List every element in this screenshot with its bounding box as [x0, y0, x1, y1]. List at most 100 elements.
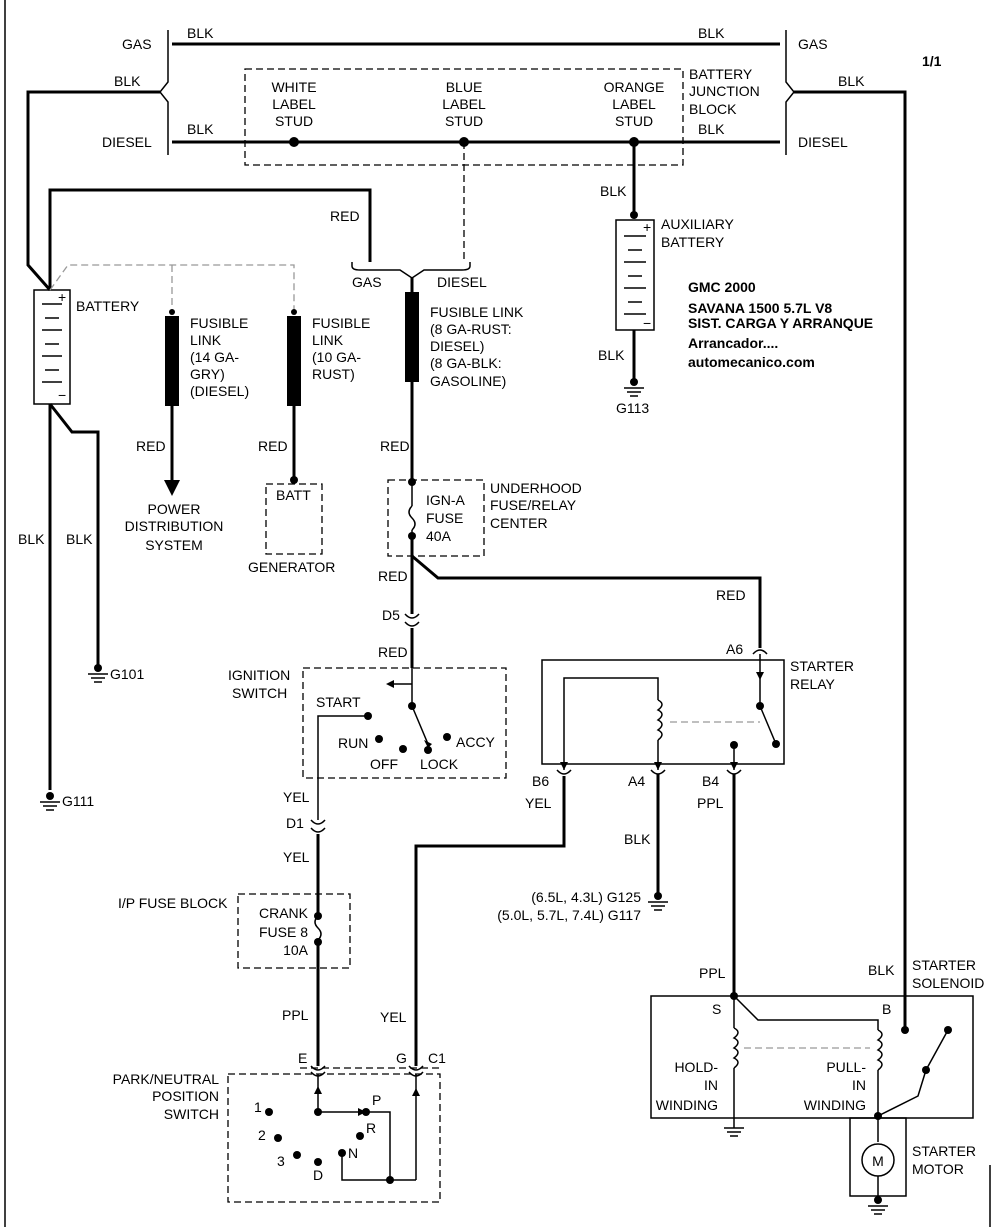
ground-g113-symbol	[624, 378, 644, 397]
fusible-link-8ga	[405, 278, 419, 480]
svg-text:LINK: LINK	[190, 332, 222, 348]
label-blk-diesel-left: BLK	[187, 121, 214, 137]
svg-text:FUSIBLE: FUSIBLE	[312, 315, 370, 331]
ip-fuse-block-box	[237, 893, 351, 969]
svg-text:SWITCH: SWITCH	[164, 1106, 219, 1122]
underhood-label: UNDERHOOD FUSE/RELAY CENTER	[490, 480, 582, 531]
svg-text:IN: IN	[704, 1077, 718, 1093]
label-blk-right-feed: BLK	[838, 73, 865, 89]
pnp-d-label: D	[313, 1167, 323, 1183]
label-yel-pnp-to-relay: YEL	[380, 1009, 407, 1025]
svg-text:IGNITION: IGNITION	[228, 667, 290, 683]
starter-motor-m: M	[872, 1153, 884, 1169]
ignition-start-label: START	[316, 694, 361, 710]
connector-b6	[556, 769, 572, 775]
connector-a6-label: A6	[726, 641, 743, 657]
starter-motor-label: STARTER MOTOR	[912, 1143, 976, 1177]
white-stud-label: WHITE LABEL STUD	[271, 79, 316, 129]
crank-fuse	[314, 912, 322, 946]
generator-batt-terminal: BATT	[276, 487, 311, 503]
page-frame	[4, 0, 991, 1227]
ground-g101-symbol	[88, 664, 108, 683]
svg-text:SOLENOID: SOLENOID	[912, 975, 984, 991]
label-gas-right: GAS	[798, 36, 828, 52]
connector-d1	[310, 819, 326, 833]
underhood-center-box	[387, 479, 485, 557]
label-blk-left-feed: BLK	[114, 73, 141, 89]
starter-relay-box	[541, 659, 785, 765]
svg-text:FUSE: FUSE	[426, 510, 463, 526]
svg-text:WINDING: WINDING	[804, 1097, 866, 1113]
svg-text:STUD: STUD	[275, 113, 313, 129]
generator-box	[265, 483, 323, 555]
label-diesel-brace: DIESEL	[437, 274, 487, 290]
auxiliary-battery: + −	[615, 219, 655, 331]
svg-text:LABEL: LABEL	[442, 96, 486, 112]
label-ppl-relay-b4: PPL	[697, 795, 724, 811]
svg-text:BATTERY: BATTERY	[689, 66, 753, 82]
label-red-to-relay: RED	[716, 587, 746, 603]
svg-text:LABEL: LABEL	[612, 96, 656, 112]
ground-g125-symbol	[648, 892, 668, 911]
battery-label: BATTERY	[76, 298, 140, 314]
connector-d5-label: D5	[382, 607, 400, 623]
svg-text:LABEL: LABEL	[272, 96, 316, 112]
svg-text:GRY): GRY)	[190, 366, 225, 382]
label-diesel-right: DIESEL	[798, 134, 848, 150]
svg-text:−: −	[643, 315, 651, 331]
ignition-lock-label: LOCK	[420, 756, 459, 772]
svg-text:WINDING: WINDING	[656, 1097, 718, 1113]
label-yel-b6: YEL	[525, 795, 552, 811]
label-red-power-distribution: RED	[136, 438, 166, 454]
ignition-run-label: RUN	[338, 735, 368, 751]
connector-g-label: G	[396, 1050, 407, 1066]
connector-b4-label: B4	[702, 773, 719, 789]
fusible-link-10ga	[287, 309, 301, 484]
svg-text:CRANK: CRANK	[259, 905, 309, 921]
ign-a-fuse	[408, 478, 416, 540]
svg-text:RUST): RUST)	[312, 366, 355, 382]
connector-d5	[404, 613, 420, 627]
pull-in-winding-label: PULL- IN WINDING	[804, 1059, 867, 1113]
starter-solenoid-box	[650, 995, 974, 1119]
starter-solenoid-label: STARTER SOLENOID	[912, 957, 984, 991]
pnp-3-label: 3	[277, 1153, 285, 1169]
svg-text:DISTRIBUTION: DISTRIBUTION	[125, 518, 224, 534]
svg-text:POSITION: POSITION	[152, 1088, 219, 1104]
connector-d1-label: D1	[286, 815, 304, 831]
title-section: Arrancador....	[688, 335, 778, 351]
solenoid-b-terminal-label: B	[882, 1001, 891, 1017]
connector-b4	[726, 769, 742, 775]
svg-text:(10 GA-: (10 GA-	[312, 349, 361, 365]
svg-text:FUSE/RELAY: FUSE/RELAY	[490, 497, 577, 513]
ignition-accy-label: ACCY	[456, 734, 496, 750]
ignition-off-label: OFF	[370, 756, 398, 772]
label-yel-ignition-out: YEL	[283, 789, 310, 805]
ground-g125-label: (6.5L, 4.3L) G125	[531, 889, 641, 905]
svg-text:DIESEL): DIESEL)	[430, 338, 484, 354]
page-number: 1/1	[922, 53, 942, 69]
svg-text:(14 GA-: (14 GA-	[190, 349, 239, 365]
starter-relay-label: STARTER RELAY	[790, 658, 854, 692]
svg-text:40A: 40A	[426, 528, 452, 544]
ground-g111-label: G111	[62, 793, 94, 809]
pnp-switch-contacts	[265, 1074, 420, 1184]
svg-text:CENTER: CENTER	[490, 515, 548, 531]
svg-text:STUD: STUD	[445, 113, 483, 129]
svg-text:(8 GA-BLK:: (8 GA-BLK:	[430, 355, 502, 371]
pnp-n-label: N	[348, 1145, 358, 1161]
svg-text:MOTOR: MOTOR	[912, 1161, 964, 1177]
svg-text:+: +	[58, 289, 66, 305]
ip-fuse-block-label: I/P FUSE BLOCK	[118, 895, 228, 911]
svg-text:ORANGE: ORANGE	[604, 79, 665, 95]
hold-in-winding-label: HOLD- IN WINDING	[656, 1059, 719, 1113]
svg-text:FUSE 8: FUSE 8	[259, 924, 308, 940]
title-system: SIST. CARGA Y ARRANQUE	[688, 315, 873, 331]
label-blk-aux-top: BLK	[600, 183, 627, 199]
svg-text:STARTER: STARTER	[912, 1143, 976, 1159]
svg-text:FUSIBLE: FUSIBLE	[190, 315, 248, 331]
connector-c1-label: C1	[428, 1050, 446, 1066]
solenoid-ground-symbol	[724, 1127, 744, 1137]
svg-text:10A: 10A	[283, 942, 309, 958]
connector-a4	[650, 769, 666, 775]
